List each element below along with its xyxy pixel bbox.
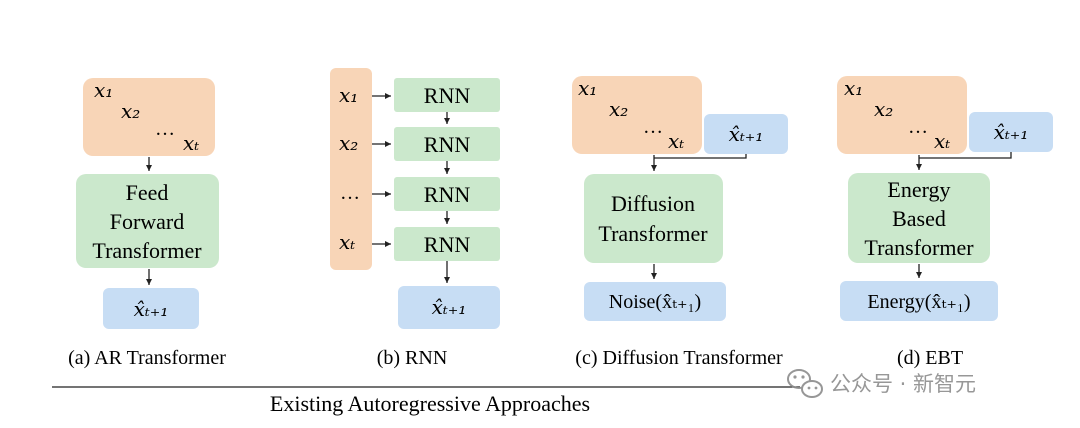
rnn-input-xt: xₜ [339,230,355,254]
diff-input-xt: xₜ [668,129,684,153]
diff-extra-box [704,114,788,154]
ar-caption: (a) AR Transformer [68,347,226,369]
ar-output-box [103,288,199,329]
rnn-cell-3-label: RNN [424,182,471,207]
rnn-cell-4-label: RNN [424,232,471,257]
ar-model-line-2: Forward [110,209,185,234]
ebt-model-line-1: Energy [887,177,950,202]
diff-input-x1: x₁ [578,76,597,100]
footer-title: Existing Autoregressive Approaches [270,391,590,416]
watermark: 公众号 · 新智元 [787,369,976,398]
panel-diffusion-transformer: x₁ x₂ … xₜ x̂ₜ₊₁ Diffusion Transformer N… [572,76,788,369]
watermark-text: 公众号 · 新智元 [830,372,976,396]
panel-ebt: x₁ x₂ … xₜ x̂ₜ₊₁ Energy Based Transforme… [837,76,1053,369]
ebt-extra-box [969,112,1053,152]
rnn-cell-2-label: RNN [424,132,471,157]
ar-model-line-3: Transformer [92,238,202,263]
rnn-cell-1 [394,78,500,112]
diff-input-ellipsis: … [643,116,663,138]
rnn-input-x2: x₂ [339,131,358,155]
ebt-input-x2: x₂ [874,97,893,121]
diff-extra-label: x̂ₜ₊₁ [729,122,764,146]
ebt-merge-line [919,152,1012,159]
ebt-input-box [837,76,967,154]
rnn-cell-4 [394,227,500,261]
ebt-output-box [840,281,998,321]
rnn-output-box [398,286,500,329]
rnn-cell-2 [394,127,500,161]
ar-output-label: x̂ₜ₊₁ [134,297,169,321]
panel-ar-transformer: x₁ x₂ … xₜ Feed Forward Transformer x̂ₜ₊… [68,78,226,369]
diff-output-box [584,282,726,321]
ebt-input-x1: x₁ [844,76,863,100]
ebt-model-line-2: Based [892,206,946,231]
rnn-input-ellipsis: … [340,182,360,204]
ebt-output-label: Energy(x̂ₜ₊₁) [867,291,970,313]
rnn-output-label: x̂ₜ₊₁ [432,295,467,319]
ar-input-x2: x₂ [121,99,140,123]
ar-input-x1: x₁ [94,78,113,102]
diff-model-line-1: Diffusion [611,191,695,216]
ebt-model-line-3: Transformer [864,235,974,260]
ebt-input-ellipsis: … [908,116,928,138]
diff-model-box [584,174,723,263]
rnn-input-column [330,68,372,270]
diff-output-label: Noise(x̂ₜ₊₁) [609,291,701,313]
wechat-icon [787,369,823,398]
diff-input-box [572,76,702,154]
rnn-input-x1: x₁ [339,83,358,107]
rnn-caption: (b) RNN [377,347,448,369]
ar-model-line-1: Feed [126,180,169,205]
diff-input-x2: x₂ [609,97,628,121]
diff-merge-line [654,154,747,159]
ebt-input-xt: xₜ [934,129,950,153]
ar-input-xt: xₜ [183,131,199,155]
ebt-extra-label: x̂ₜ₊₁ [994,120,1029,144]
ar-model-box [76,174,219,268]
ar-input-box [83,78,215,156]
panel-rnn: x₁ x₂ … xₜ RNN RNN RNN RNN x̂ₜ₊₁ (b) RNN [330,68,500,369]
rnn-cell-3 [394,177,500,211]
rnn-cell-1-label: RNN [424,83,471,108]
ebt-caption: (d) EBT [897,347,963,369]
ar-input-ellipsis: … [155,118,175,140]
ebt-model-box [848,173,990,263]
diff-model-line-2: Transformer [598,221,708,246]
diff-caption: (c) Diffusion Transformer [575,347,783,369]
